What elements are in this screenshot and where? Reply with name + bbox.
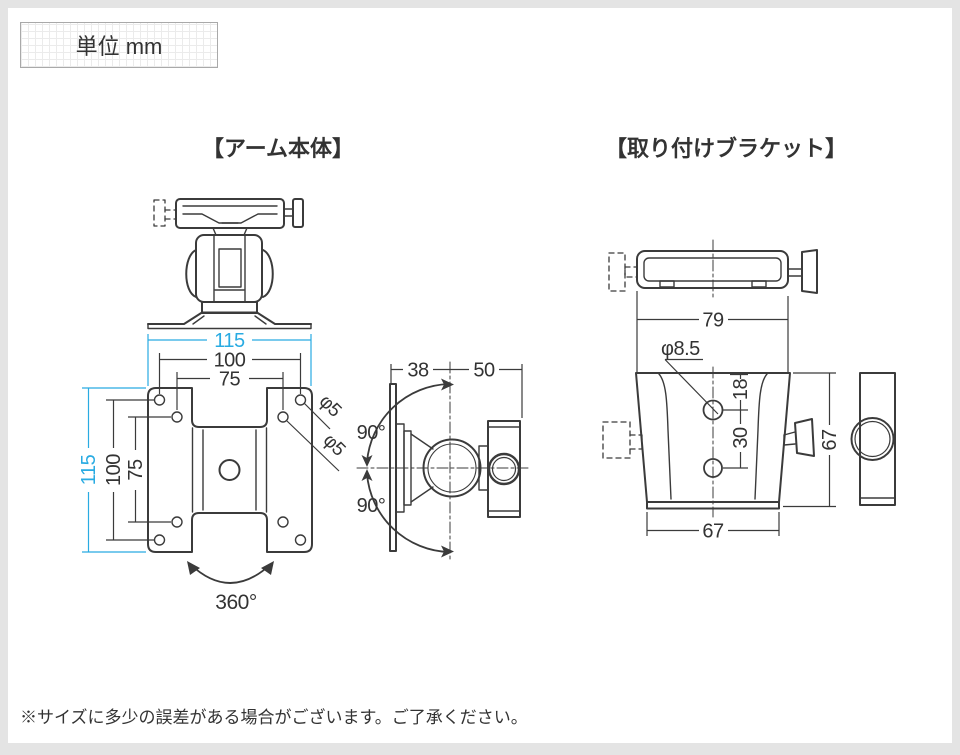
- dim-label-hole-85: φ8.5: [661, 338, 700, 360]
- dim-label-50: 50: [473, 360, 495, 382]
- callout-hole-dia-85: φ8.5: [661, 338, 719, 415]
- clamp-dashed-pad: [153, 199, 166, 227]
- vesa-hole: [277, 411, 289, 423]
- clamp-knob: [292, 198, 304, 228]
- bracket-knob-top: [801, 249, 818, 294]
- footer-disclaimer: ※サイズに多少の誤差がある場合がございます。ご了承ください。: [20, 708, 528, 727]
- dim-height-100: 100: [103, 399, 154, 541]
- unit-label: 単位 mm: [75, 34, 163, 59]
- arm-ball-housing: [185, 234, 274, 314]
- dashed-clamp-pad: [608, 252, 626, 292]
- bracket-knob-front: [794, 418, 815, 457]
- bracket-section-title: 【取り付けブラケット】: [604, 136, 848, 161]
- callout-hole-dia-1: φ5: [303, 391, 345, 430]
- dim-label-height-115: 115: [78, 454, 100, 485]
- dim-label-width-100: 100: [214, 350, 246, 372]
- vesa-plate: [147, 387, 313, 553]
- arm-base-flare: [147, 311, 312, 330]
- arm-side-body: [389, 383, 521, 552]
- rotation-360: 360°: [187, 561, 274, 614]
- bracket-front-view: 18 30 67 67: [602, 366, 841, 543]
- dim-depth-38-50: 38 50: [390, 360, 523, 418]
- dim-label-tilt-up: 90°: [357, 422, 386, 444]
- dim-height-75: 75: [125, 416, 171, 523]
- arm-section-title: 【アーム本体】: [201, 136, 355, 161]
- bracket-hole-top: [702, 399, 724, 421]
- bracket-side-body: [859, 372, 896, 506]
- bracket-top-view: 79 φ8.5: [608, 239, 818, 415]
- arm-clamp-outline: [153, 198, 304, 236]
- tilt-90-down: 90°: [357, 469, 454, 558]
- vesa-hole: [277, 516, 289, 528]
- arm-front-view: 115 100 75 115 100 75: [78, 198, 349, 614]
- vesa-hole: [294, 534, 307, 546]
- dim-label-rotation: 360°: [215, 591, 257, 614]
- dim-label-79: 79: [702, 310, 724, 332]
- dim-width-115: 115: [147, 330, 312, 386]
- dim-offset-18-pitch-30: 18 30: [723, 373, 752, 469]
- dim-width-75: 75: [176, 369, 284, 410]
- dim-height-115: 115: [78, 387, 146, 553]
- arm-side-view: 38 50 90°: [356, 360, 529, 563]
- vesa-hole: [153, 534, 166, 546]
- ball-joint: [422, 438, 482, 498]
- dim-label-width-115: 115: [214, 330, 245, 352]
- dim-label-height-100: 100: [103, 454, 125, 486]
- tilt-90-up: 90°: [357, 378, 454, 467]
- plate-center-hole: [218, 459, 241, 481]
- dim-label-18: 18: [730, 379, 752, 401]
- bracket-knob-side: [850, 417, 895, 461]
- dim-height-67: 67: [783, 372, 841, 508]
- bracket-hole-bottom: [703, 458, 723, 478]
- bracket-side-view: [850, 372, 896, 506]
- dim-label-height-75: 75: [125, 459, 147, 481]
- dim-width-79: 79: [636, 291, 789, 372]
- dim-label-67-height: 67: [819, 429, 841, 451]
- side-knob: [487, 452, 521, 486]
- dim-width-100: 100: [158, 350, 302, 394]
- dim-label-67-width: 67: [702, 521, 724, 543]
- callout-hole-dia-2: φ5: [286, 420, 349, 472]
- dim-label-tilt-down: 90°: [357, 495, 386, 517]
- unit-label-box: 単位 mm: [20, 22, 218, 68]
- dim-width-67: 67: [646, 512, 780, 543]
- dim-label-38: 38: [407, 360, 429, 382]
- vesa-hole: [294, 394, 307, 406]
- dim-label-30: 30: [730, 427, 752, 449]
- vesa-hole: [171, 516, 183, 528]
- dashed-knob: [602, 421, 631, 459]
- vesa-hole: [171, 411, 183, 423]
- dim-label-width-75: 75: [219, 369, 241, 391]
- vesa-hole: [153, 394, 166, 406]
- dim-label-hole-dia-1: φ5: [315, 391, 345, 421]
